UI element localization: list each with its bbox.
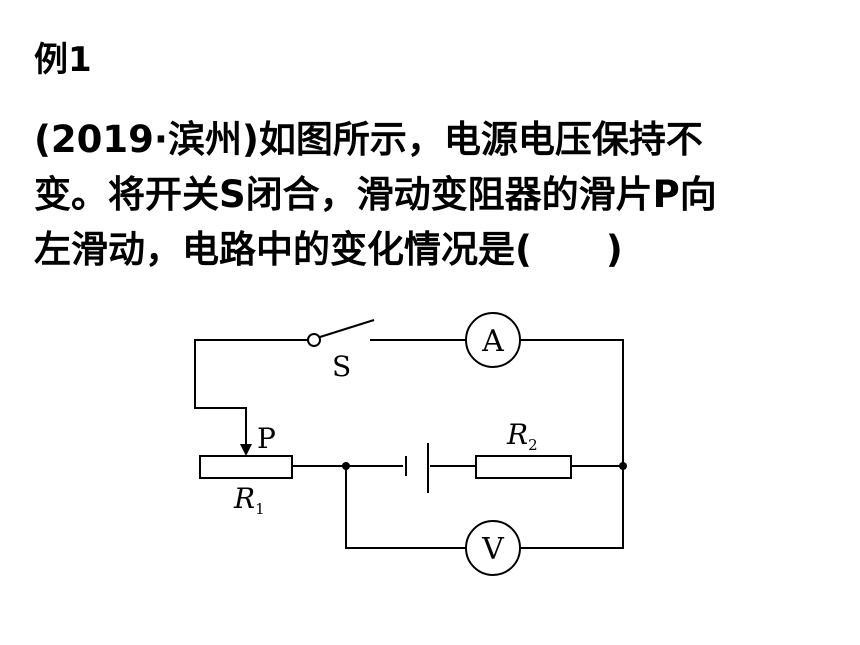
voltmeter [465,520,521,576]
junction-right [619,462,627,470]
question-text: (2019·滨州)如图所示，电源电压保持不 变。将开关S闭合，滑动变阻器的滑片P… [34,112,824,277]
r1-subscript: 1 [255,500,265,518]
wire-top-left [194,339,308,448]
slider-arrow [240,444,252,456]
slider-label: P [257,422,276,455]
example-heading: 例1 [34,40,92,80]
r2-subscript: 2 [528,436,538,454]
r2-letter: R [506,418,528,451]
switch-label: S [332,350,351,383]
ammeter-label: A [481,324,504,359]
resistor-r2 [475,455,572,479]
question-line-2: 变。将开关S闭合，滑动变阻器的滑片P向 [34,173,717,216]
wire-ammeter-to-right [520,339,624,549]
switch-blade [319,319,375,338]
r1-letter: R [233,482,255,515]
question-line-1: (2019·滨州)如图所示，电源电压保持不 [34,118,703,161]
switch-pivot [307,333,321,347]
r1-label: R1 [233,482,265,518]
wire-bottom-left [345,466,466,549]
resistor-r1 [199,455,293,479]
r2-label: R2 [506,418,538,454]
voltmeter-label: V [481,532,505,567]
question-line-3: 左滑动，电路中的变化情况是( ) [34,228,623,271]
